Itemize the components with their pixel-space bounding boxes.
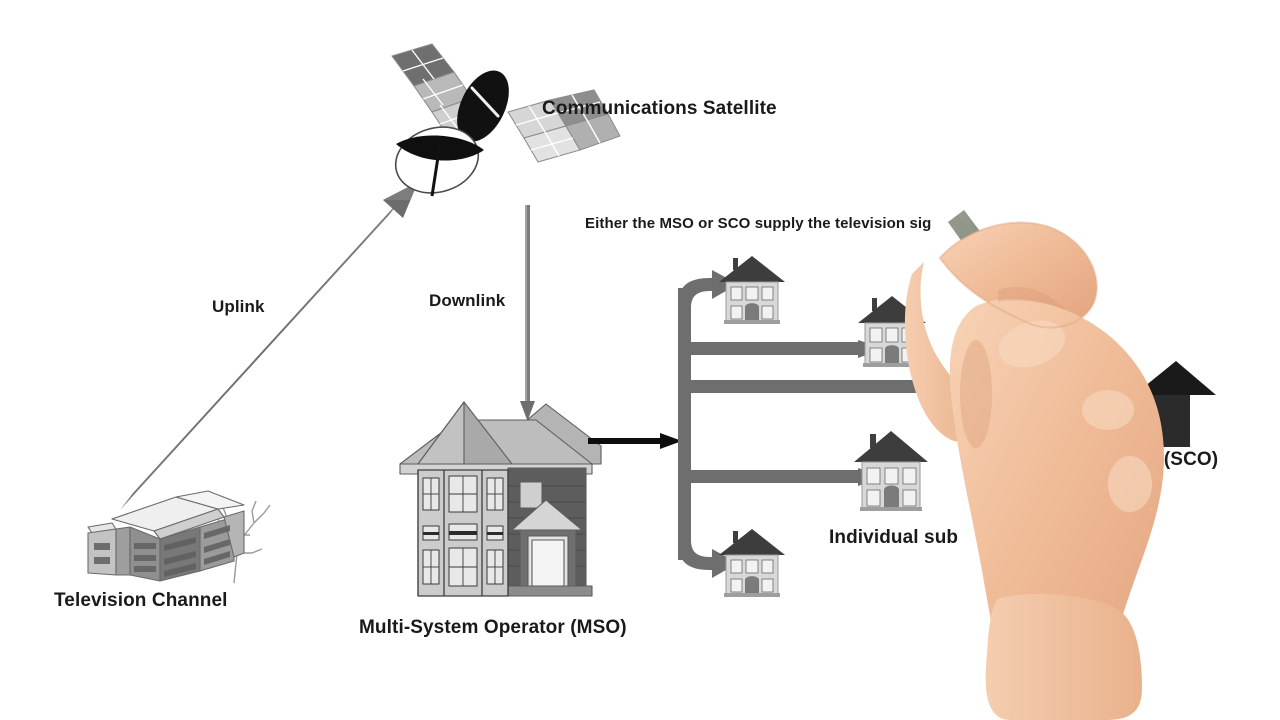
communications-satellite	[380, 38, 630, 218]
television-channel-building	[58, 487, 273, 587]
caption-text: Either the MSO or SCO supply the televis…	[585, 215, 932, 232]
communications-satellite-label: Communications Satellite	[542, 98, 777, 119]
sco-label: r (SCO)	[1151, 449, 1219, 470]
television-channel-label: Television Channel	[54, 590, 228, 611]
house-lower-right	[852, 428, 930, 520]
downlink-arrow	[516, 205, 542, 430]
marker-pen	[948, 210, 1106, 442]
house-upper-right	[856, 292, 928, 374]
downlink-label: Downlink	[429, 291, 506, 310]
sco-node	[1130, 355, 1220, 455]
uplink-label: Uplink	[212, 297, 265, 316]
mso-building	[396, 390, 602, 605]
house-bottom	[717, 525, 787, 603]
mso-feed-arrow	[588, 428, 688, 458]
mso-label: Multi-System Operator (MSO)	[359, 617, 627, 638]
subscribers-label: Individual sub	[829, 527, 959, 548]
distribution-trunk	[672, 270, 962, 600]
house-top	[717, 252, 787, 330]
